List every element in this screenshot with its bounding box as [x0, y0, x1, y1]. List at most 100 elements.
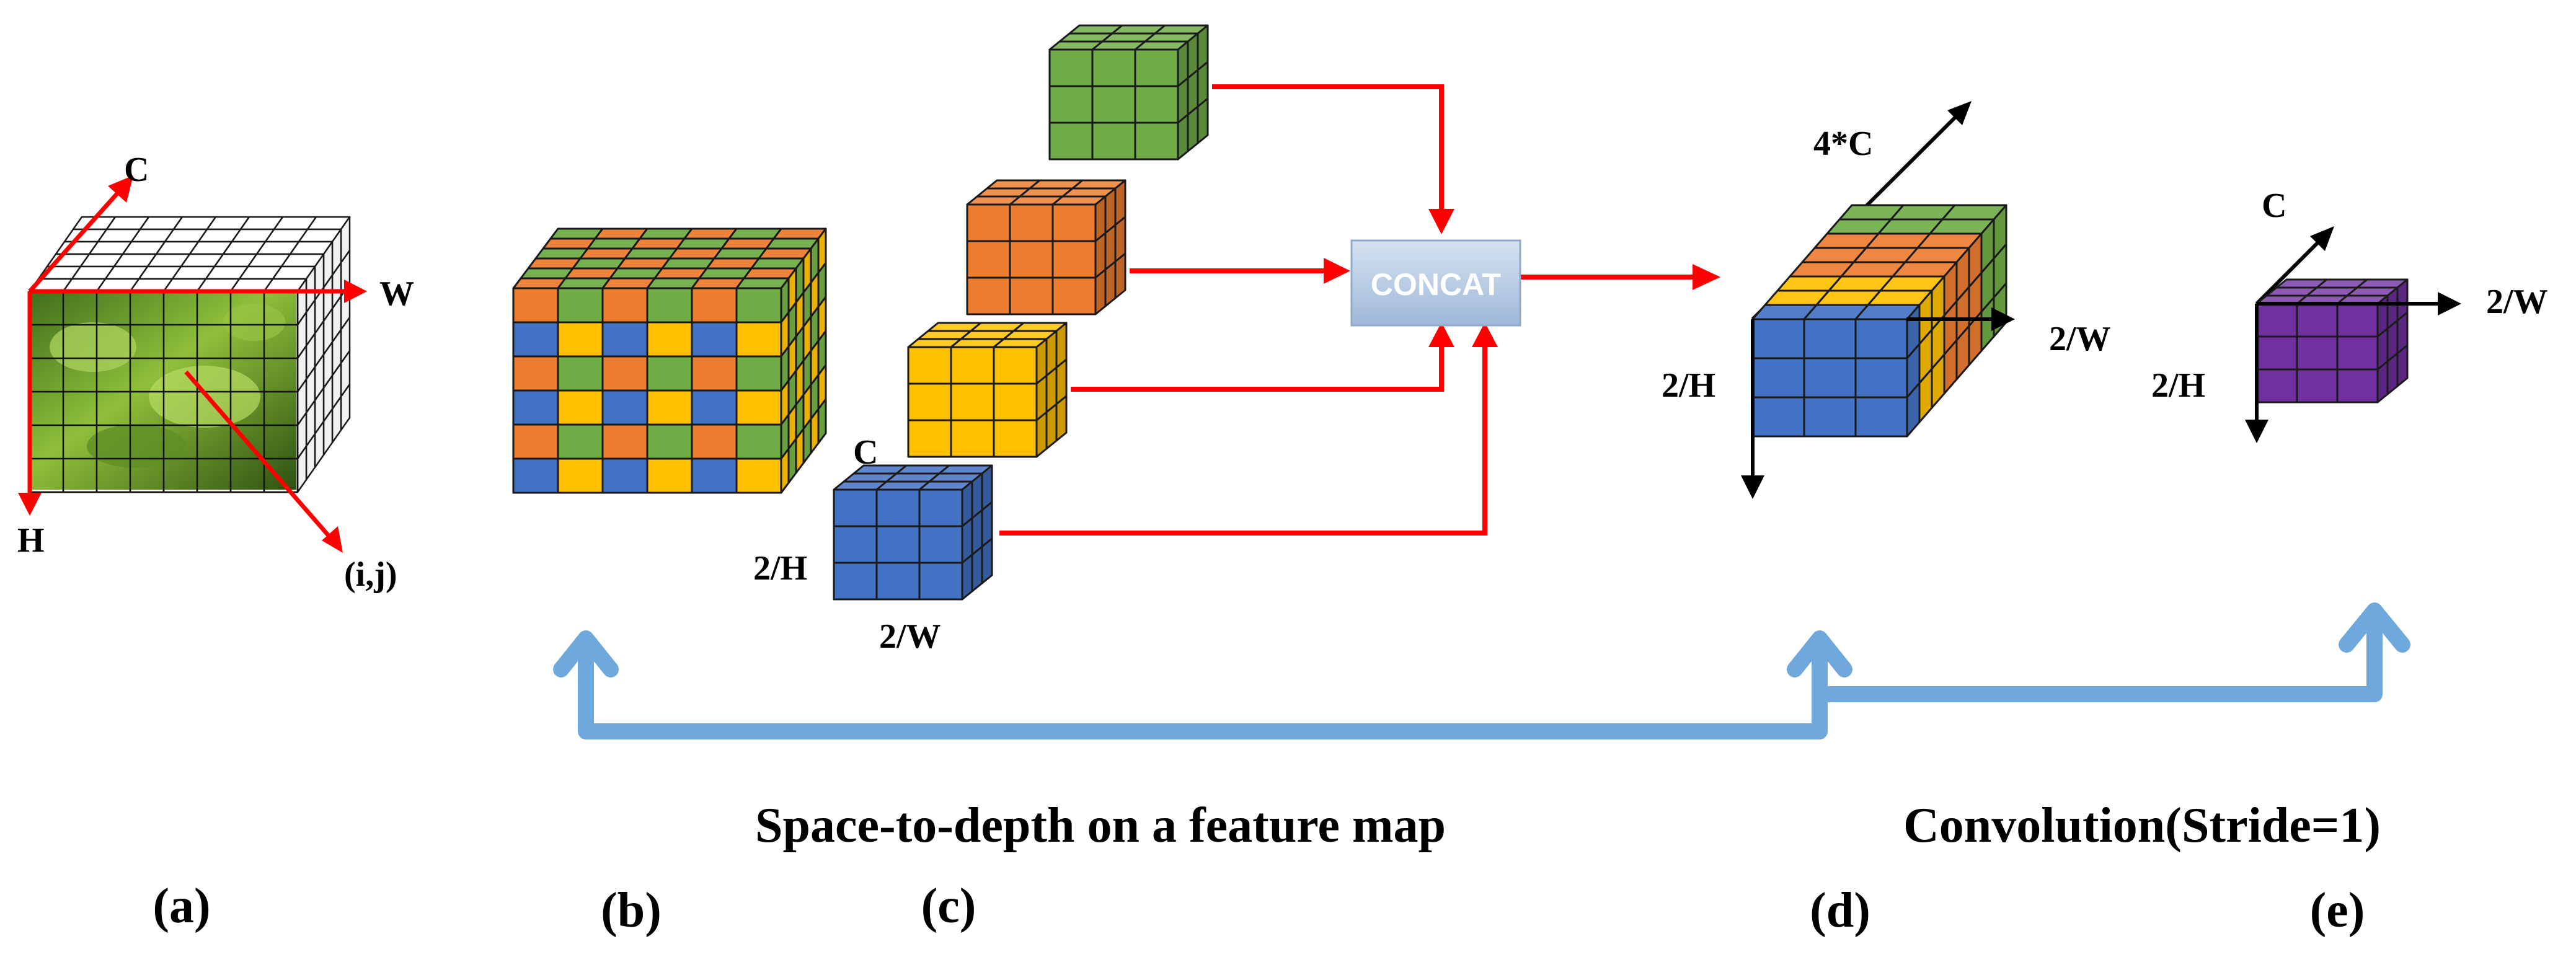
- cube-front-cell: [1009, 203, 1054, 242]
- cube-side-cell: [2376, 360, 2389, 404]
- axis-w-label-e: 2/W: [2486, 283, 2548, 321]
- mosaic-cube: [512, 227, 827, 494]
- axis-c-label-c: C: [853, 433, 878, 472]
- green-to-concat-arrow: [1212, 84, 1444, 211]
- concat-box: CONCAT: [1350, 239, 1521, 327]
- cube-front-cell: [557, 355, 604, 392]
- cube-top-cell: [735, 277, 790, 289]
- cube-side-cell: [1114, 252, 1126, 299]
- cube-top-cell: [564, 267, 619, 280]
- cube-front-cell: [1134, 48, 1179, 87]
- axis-h-label-d: 2/H: [1662, 366, 1715, 405]
- cube-top-cell: [534, 247, 589, 260]
- cube-top-cell: [706, 257, 760, 270]
- cube-front-cell: [735, 457, 782, 494]
- cube-top-cell: [594, 227, 648, 240]
- cube-side-cell: [1177, 113, 1189, 161]
- cube-front-cell: [966, 240, 1011, 279]
- cube-front-cell: [646, 423, 693, 460]
- cube-front-cell: [950, 346, 995, 385]
- cube-top-cell: [698, 267, 753, 280]
- cube-front-cell: [1803, 396, 1857, 438]
- cube-top-cell: [639, 227, 693, 240]
- cube-side-cell: [1104, 260, 1117, 307]
- cube-front-cell: [950, 419, 995, 458]
- cube-front-cell: [875, 488, 921, 527]
- cube-front-cell: [646, 389, 693, 426]
- axis-c-label-a: C: [124, 151, 149, 189]
- cube-front-cell: [601, 355, 648, 392]
- cube-top-cell: [624, 247, 678, 260]
- cube-front-cell: [1091, 121, 1136, 161]
- cube-top-cell: [691, 277, 745, 289]
- cube-front-cell: [950, 382, 995, 421]
- cube-top-cell: [676, 237, 730, 250]
- cube-front-cell: [1051, 240, 1097, 279]
- cube-top-cell: [668, 247, 723, 260]
- axis-w-arrow-e: [2257, 292, 2461, 315]
- cube-top-cell: [661, 257, 715, 270]
- cube-front-cell: [966, 203, 1011, 242]
- cube-front-cell: [875, 562, 921, 601]
- panel-a-input-cube: C W H (i,j): [17, 151, 414, 594]
- cube-front-cell: [735, 389, 782, 426]
- cube-front-cell: [907, 382, 952, 421]
- cube-front-cell: [1751, 318, 1805, 359]
- cube-top-cell: [557, 277, 611, 289]
- cube-front-cell: [1009, 276, 1054, 315]
- cube-front-cell: [1751, 396, 1805, 438]
- connector-arrowheads: [1324, 209, 1720, 347]
- axis-w-label-a: W: [379, 275, 414, 313]
- cube-front-cell: [735, 287, 782, 324]
- axis-w-label-d: 2/W: [2049, 320, 2111, 358]
- concat-label: CONCAT: [1371, 267, 1501, 302]
- cube-top-cell: [520, 267, 574, 280]
- panel-e-conv-output: C 2/W 2/H: [2151, 187, 2548, 443]
- axis-h-arrow-a: [18, 291, 42, 516]
- cube-top-cell: [653, 267, 708, 280]
- axis-c-arrow-e: [2255, 226, 2334, 306]
- sub-map-yellow: [907, 322, 1068, 458]
- axis-w-arrow-a: [30, 280, 367, 303]
- cube-front-cell: [691, 287, 738, 324]
- cube-top-cell: [646, 277, 701, 289]
- cube-front-cell: [646, 457, 693, 494]
- cube-front-cell: [1048, 121, 1094, 161]
- cube-front-cell: [735, 423, 782, 460]
- axis-h-arrow-e: [2245, 304, 2268, 443]
- panel-d-concat-output: 4*C 2/W 2/H: [1662, 101, 2111, 499]
- cube-side-cell: [1045, 403, 1058, 450]
- point-ij-arrow: [184, 370, 343, 553]
- cube-front-cell: [512, 287, 559, 324]
- cube-front-cell: [2336, 302, 2379, 338]
- cube-front-cell: [646, 355, 693, 392]
- caption-space-to-depth: Space-to-depth on a feature map: [755, 798, 1446, 853]
- cube-front-cell: [2255, 368, 2298, 404]
- cube-top-cell: [586, 237, 641, 250]
- cube-front-cell: [833, 562, 878, 601]
- cube-top-cell: [728, 227, 782, 240]
- cube-front-cell: [691, 423, 738, 460]
- cube-front-cell: [993, 382, 1038, 421]
- cube-front-cell: [557, 389, 604, 426]
- cube-side-cell: [971, 545, 983, 593]
- cube-top-cell: [512, 277, 567, 289]
- cube-side-cell: [1197, 97, 1209, 144]
- cube-top-cell: [683, 227, 738, 240]
- cube-top-cell: [572, 257, 626, 270]
- cube-front-cell: [557, 457, 604, 494]
- cube-front-cell: [966, 276, 1011, 315]
- cube-top-cell: [720, 237, 775, 250]
- cube-front-cell: [1854, 318, 1908, 359]
- cube-top-cell: [549, 227, 604, 240]
- cube-side-cell: [1094, 268, 1107, 315]
- cube-front-cell: [1803, 357, 1857, 399]
- cube-front-cell: [691, 389, 738, 426]
- axis-w-arrow-d: [1906, 307, 2015, 331]
- cube-top-cell: [527, 257, 582, 270]
- cube-front-cell: [1134, 85, 1179, 124]
- caption-convolution: Convolution(Stride=1): [1903, 798, 2381, 853]
- cube-front-cell: [646, 321, 693, 358]
- cube-front-cell: [691, 355, 738, 392]
